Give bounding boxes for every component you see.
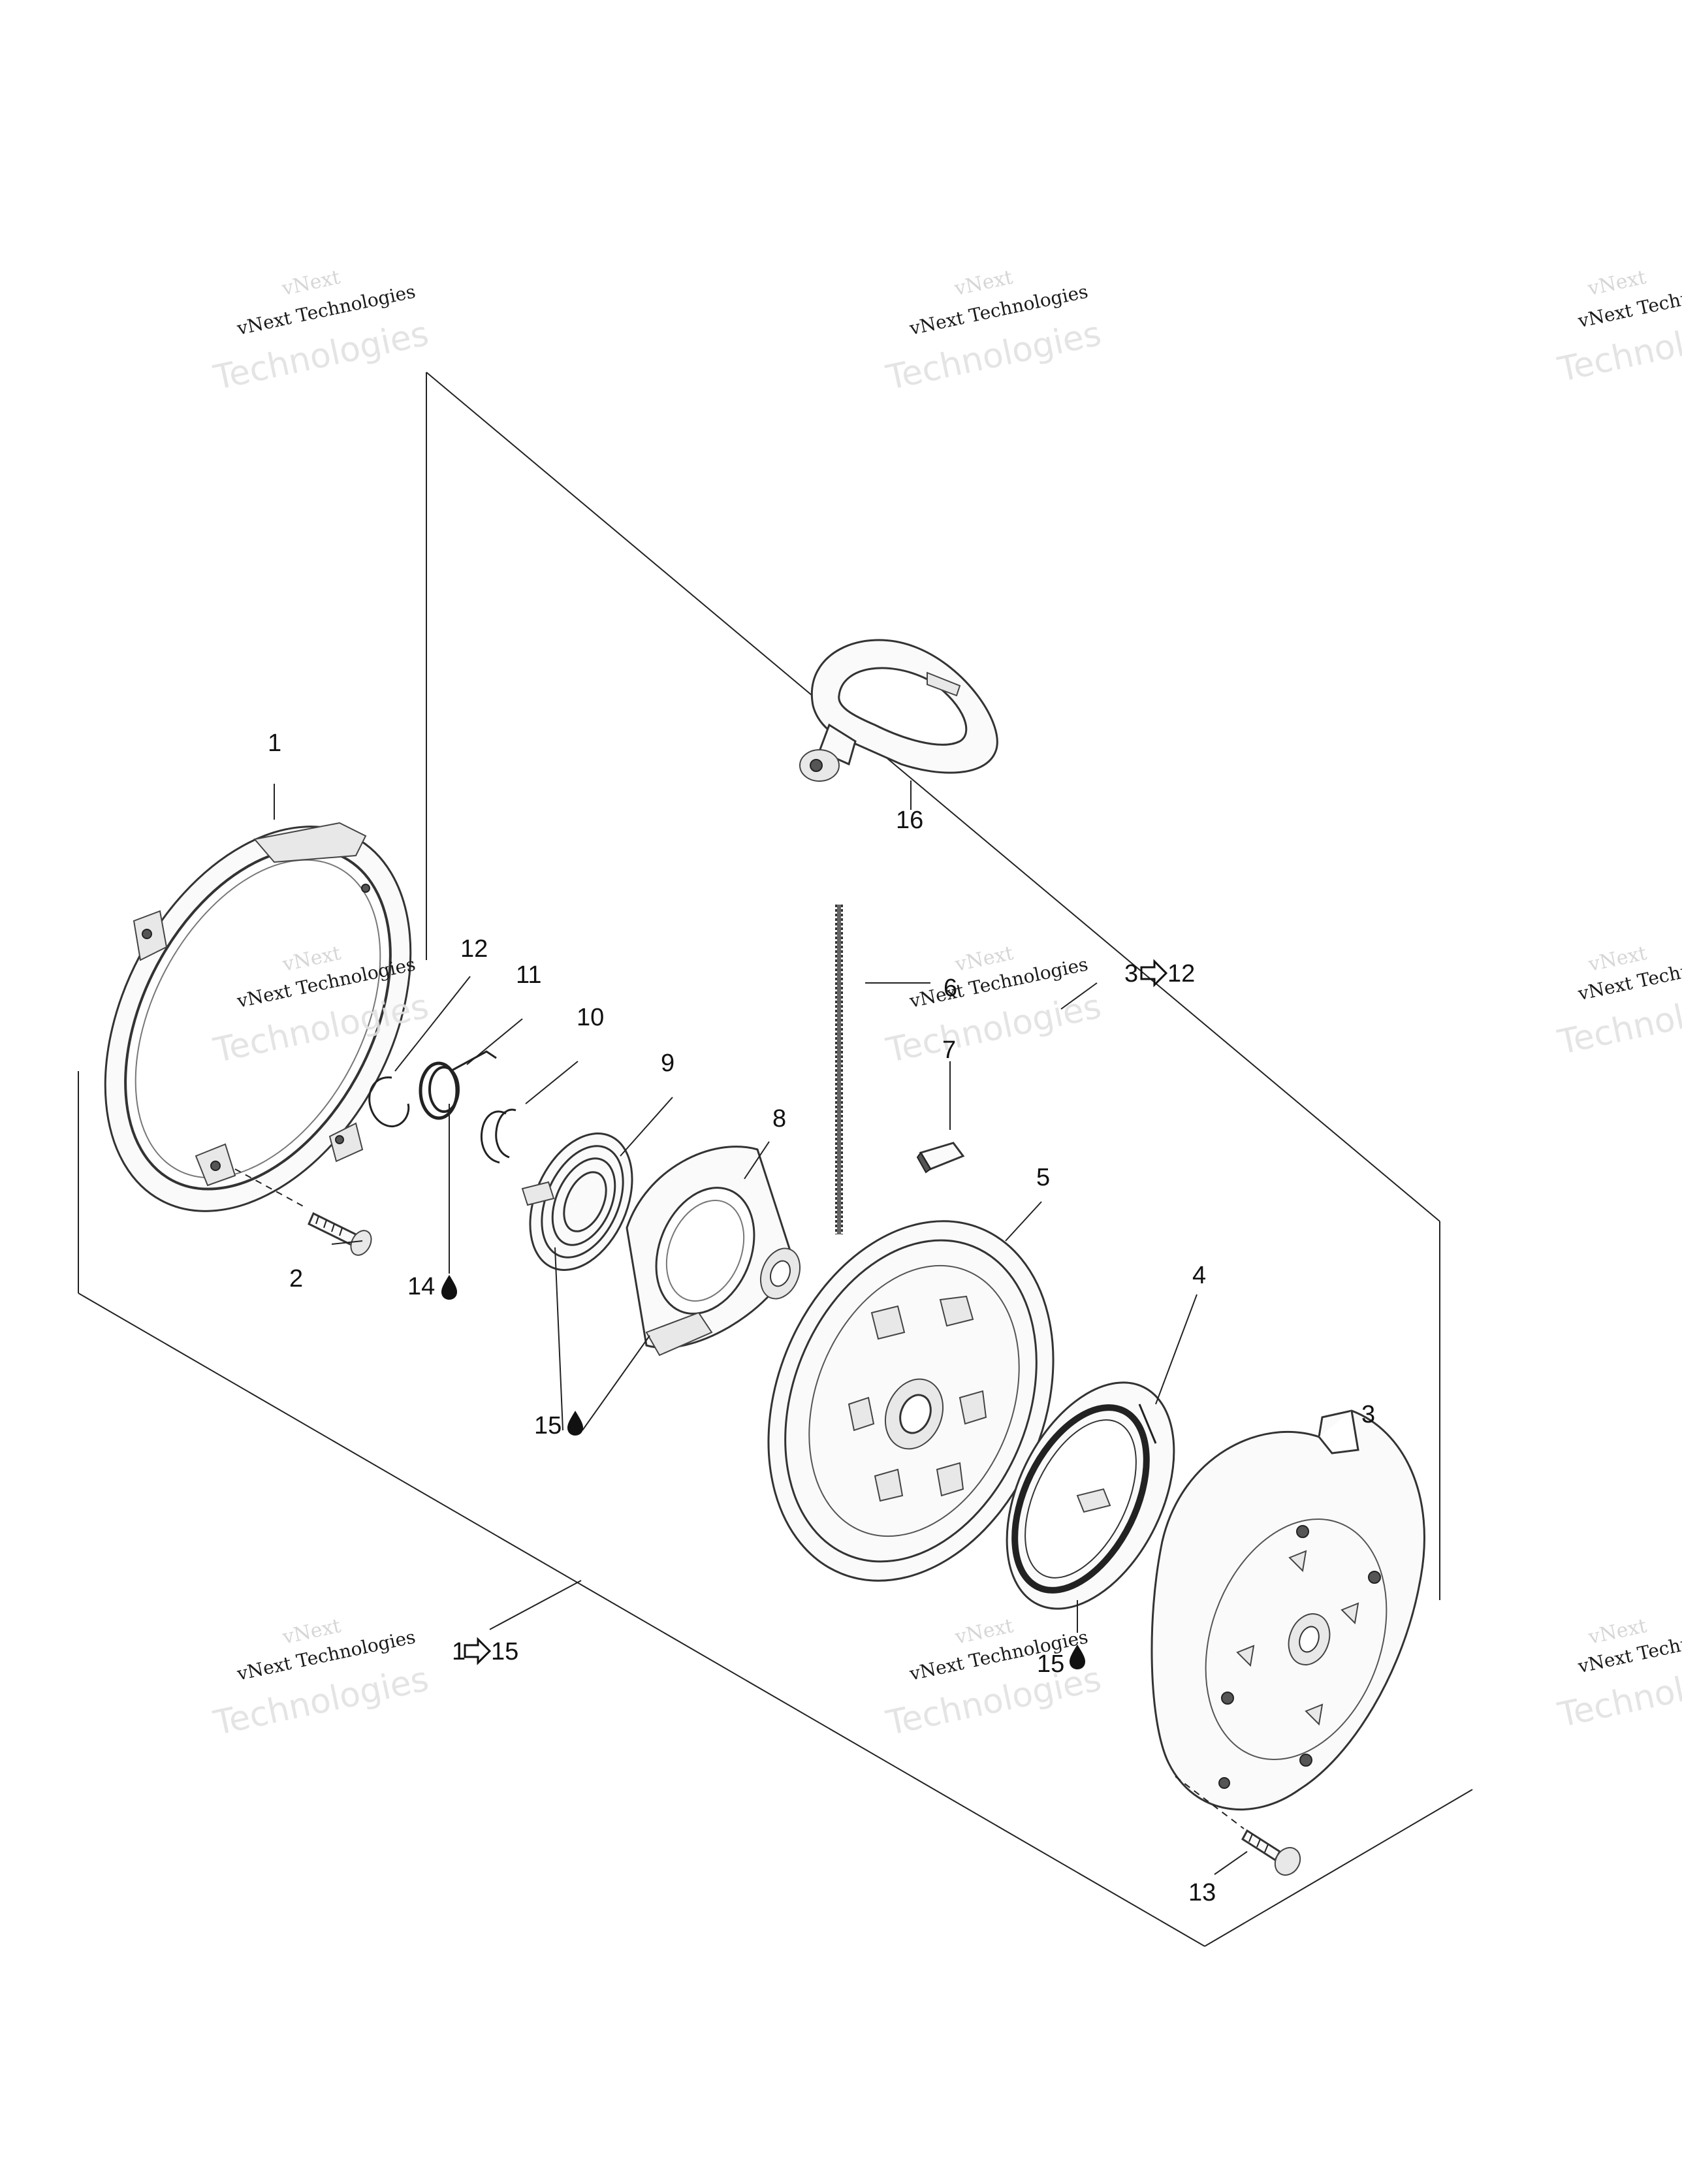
svg-text:vNext: vNext <box>279 266 342 300</box>
part-4-recoil-spring <box>1006 1381 1175 1610</box>
watermark-top-center: vNext vNext Technologies Technologies <box>882 266 1104 398</box>
kit-callout-3-start: 3 <box>1124 960 1138 988</box>
callout-11: 11 <box>516 961 541 989</box>
callout-14: 14 <box>407 1273 435 1300</box>
kit-range-arrow-icon <box>1140 959 1168 988</box>
watermark-bottom-center: vNext vNext Technologies Technologies <box>882 1614 1104 1744</box>
watermark-top-left: vNext vNext Technologies Technologies <box>210 266 432 398</box>
watermark-top-right: vNext vNext Technologies Technologies <box>1554 266 1682 390</box>
part-8-housing <box>626 1146 801 1357</box>
callout-15-spring: 15 <box>534 1412 562 1439</box>
svg-text:vNext: vNext <box>952 266 1015 300</box>
watermark-bottom-left: vNext vNext Technologies Technologies <box>210 1614 432 1744</box>
leader-lines <box>274 780 1248 1875</box>
part-16-handle <box>799 639 998 782</box>
callout-15-recoil: 15 <box>1037 1650 1064 1678</box>
grease-drop-icon <box>1070 1645 1085 1669</box>
callout-6: 6 <box>944 974 957 1002</box>
part-11-spring <box>419 1050 497 1120</box>
callout-9: 9 <box>661 1050 674 1077</box>
part-12-clip <box>368 1076 410 1128</box>
part-9-spiral-spring <box>521 1132 633 1271</box>
callout-labels: 1 2 3 4 5 6 7 8 9 10 11 12 13 14 15 15 1… <box>268 730 1375 1906</box>
callout-4: 4 <box>1192 1262 1206 1289</box>
part-2-screw <box>234 1168 372 1256</box>
watermark-mid-right: vNext vNext Technologies Technologies <box>1554 942 1682 1063</box>
part-7-pawl <box>916 1142 965 1174</box>
grease-drop-icon <box>441 1275 457 1300</box>
part-3-starter-cover <box>1150 1409 1425 1811</box>
callout-16: 16 <box>896 807 923 834</box>
kit-range-arrow-icon <box>464 1637 492 1665</box>
part-1-housing-ring <box>104 822 412 1212</box>
callout-7: 7 <box>942 1036 956 1064</box>
callout-5: 5 <box>1036 1164 1050 1191</box>
callout-10: 10 <box>577 1004 604 1031</box>
svg-text:vNext: vNext <box>1585 266 1648 300</box>
callout-12: 12 <box>460 935 488 963</box>
part-13-screw <box>1175 1776 1301 1876</box>
watermark-mid-center: vNext vNext Technologies Technologies <box>882 942 1104 1071</box>
watermark-bottom-right: vNext vNext Technologies Technologies <box>1554 1614 1682 1735</box>
kit-callout-1-15-end: 15 <box>491 1638 518 1665</box>
callout-3: 3 <box>1361 1401 1375 1428</box>
part-5-pulley <box>767 1220 1055 1582</box>
callout-1: 1 <box>268 730 281 757</box>
callout-8: 8 <box>772 1105 786 1132</box>
part-10-c-clip <box>480 1108 516 1164</box>
kit-callout-1-start: 1 <box>452 1638 466 1665</box>
callout-13: 13 <box>1188 1879 1216 1906</box>
assembly-frame <box>78 372 1473 1947</box>
grease-drop-icon <box>567 1411 583 1436</box>
kit-callout-3-12-end: 12 <box>1167 960 1195 988</box>
callout-2: 2 <box>289 1265 303 1293</box>
